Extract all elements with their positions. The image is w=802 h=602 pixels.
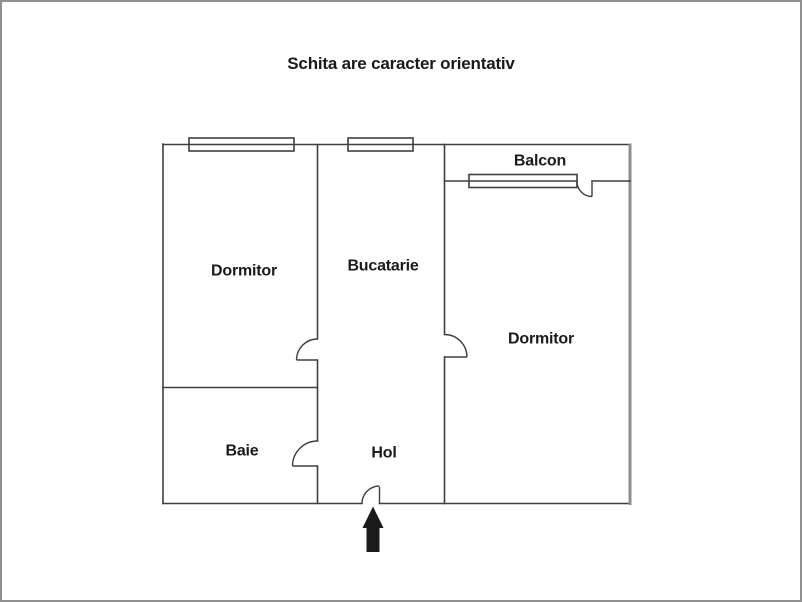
door-balcon-icon: [576, 181, 593, 198]
room-label-dormitor-right: Dormitor: [508, 331, 574, 348]
window-dormitor-left-icon: [188, 137, 295, 152]
door-dormitor-right-icon: [444, 333, 468, 358]
door-baie-icon: [291, 440, 318, 467]
door-entrance-icon: [361, 485, 381, 504]
page-title: Schita are caracter orientativ: [287, 54, 515, 73]
room-label-baie: Baie: [226, 443, 259, 460]
window-balcon-icon: [468, 173, 578, 189]
room-label-dormitor-left: Dormitor: [211, 263, 277, 280]
entrance-arrow-icon: [362, 506, 384, 552]
room-label-balcon: Balcon: [514, 153, 566, 170]
room-label-bucatarie: Bucatarie: [347, 258, 418, 275]
door-bucatarie-icon: [295, 338, 318, 361]
room-label-hol: Hol: [371, 445, 396, 462]
window-bucatarie-icon: [347, 137, 414, 152]
